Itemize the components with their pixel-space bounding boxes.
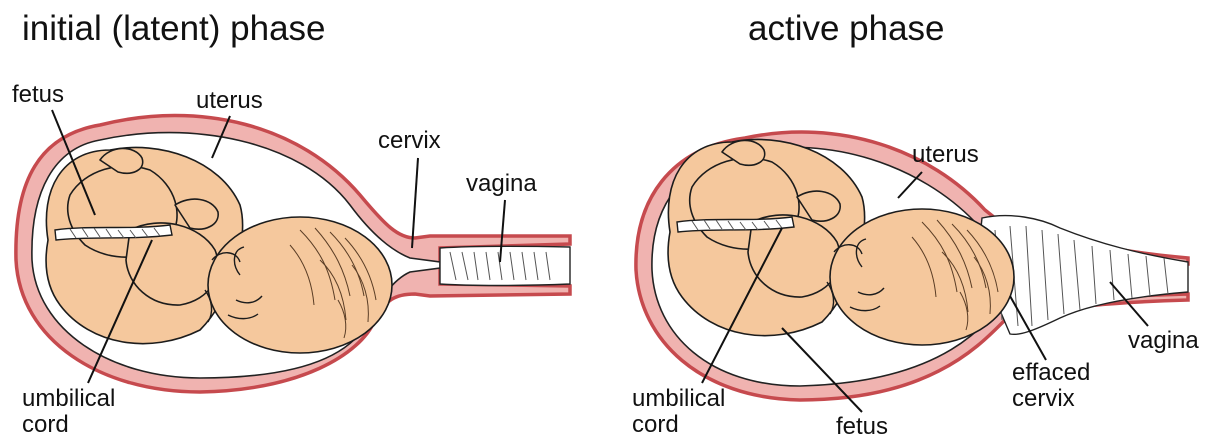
active-label-uterus: uterus — [912, 141, 979, 168]
active-phase-title: active phase — [748, 9, 945, 48]
latent-label-cord: cord — [22, 411, 69, 438]
latent-label-vagina: vagina — [466, 170, 537, 197]
latent-leader-cervix — [412, 158, 418, 248]
active-phase-panel: active phase uterus umbilical cord fetus… — [632, 9, 1199, 440]
active-label-effaced: effaced — [1012, 359, 1090, 386]
active-label-effaced-cervix: cervix — [1012, 385, 1075, 412]
latent-label-cervix: cervix — [378, 127, 441, 154]
active-label-cord: cord — [632, 411, 679, 438]
active-label-vagina: vagina — [1128, 327, 1199, 354]
active-label-fetus: fetus — [836, 413, 888, 440]
latent-vagina — [440, 246, 570, 285]
latent-label-umbilical: umbilical — [22, 385, 115, 412]
latent-phase-title: initial (latent) phase — [22, 9, 326, 48]
latent-phase-panel: initial (latent) phase fetus uterus cerv… — [12, 9, 570, 438]
latent-label-uterus: uterus — [196, 87, 263, 114]
latent-label-fetus: fetus — [12, 81, 64, 108]
active-label-umbilical: umbilical — [632, 385, 725, 412]
